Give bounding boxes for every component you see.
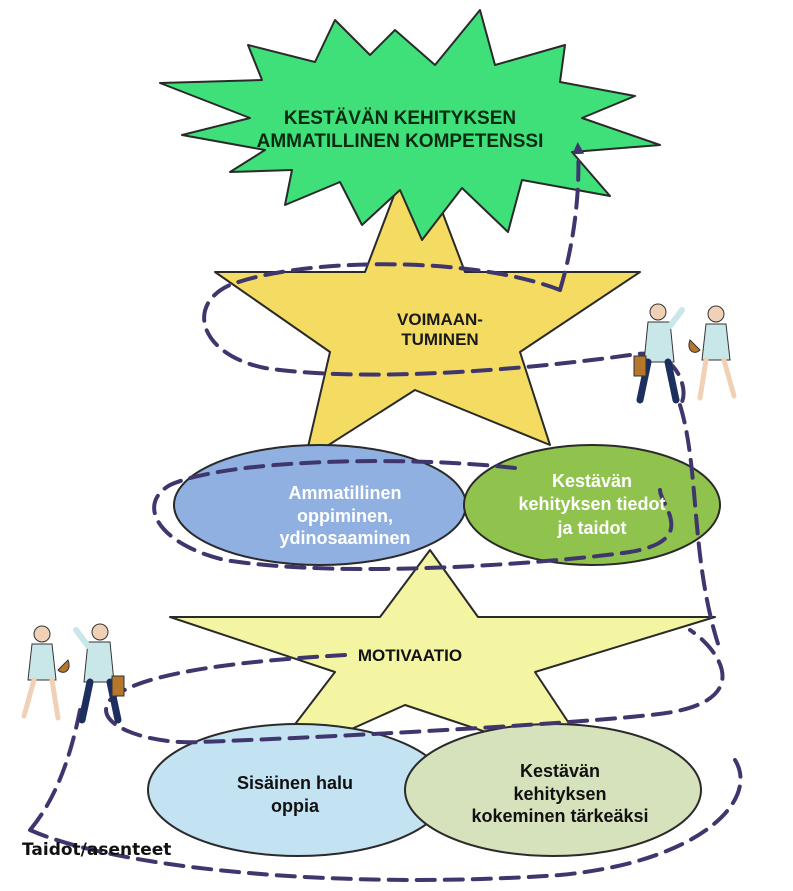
- voimaantuminen-line2: TUMINEN: [401, 330, 479, 350]
- dashed-loop-upper: [202, 262, 686, 407]
- motivaatio-star: [169, 549, 716, 771]
- kestavan-tiedot-ellipse: [463, 444, 721, 566]
- voimaantuminen-star: [214, 139, 641, 461]
- sisainen-halu-label: Sisäinen halu oppia: [205, 772, 385, 819]
- ammatillinen-line2: oppiminen,: [297, 505, 393, 526]
- kestavan-tiedot-label: Kestävän kehityksen tiedot ja taidot: [482, 470, 702, 540]
- kokeminen-line2: kehityksen: [513, 783, 607, 804]
- motivaatio-label: MOTIVAATIO: [357, 646, 463, 665]
- dashed-connector-right: [678, 403, 722, 652]
- dashed-loop-lower: [104, 628, 725, 745]
- kestavan-tiedot-line1: Kestävän: [551, 471, 633, 491]
- walking-people-icon-left: [21, 623, 125, 724]
- dashed-loop-bottom: [28, 758, 743, 882]
- ammatillinen-line1: Ammatillinen: [288, 483, 402, 503]
- ammatillinen-label: Ammatillinen oppiminen, ydinosaaminen: [235, 482, 455, 550]
- voimaantuminen-line1: VOIMAAN-: [397, 310, 483, 329]
- dashed-loop-middle: [152, 459, 674, 572]
- taidot-asenteet-label: Taidot/asenteet: [22, 840, 172, 860]
- kestavan-tiedot-line2: kehityksen tiedot: [518, 494, 666, 515]
- sisainen-halu-line1: Sisäinen halu: [236, 773, 354, 793]
- walking-people-icon-right: [633, 303, 737, 404]
- kokeminen-line1: Kestävän: [519, 761, 601, 781]
- competence-title-line2: AMMATILLINEN KOMPETENSSI: [256, 130, 544, 152]
- sisainen-halu-line2: oppia: [271, 796, 319, 817]
- dashed-connector-left: [28, 708, 82, 832]
- competence-burst: [159, 9, 661, 241]
- competence-title: KESTÄVÄN KEHITYKSEN AMMATILLINEN KOMPETE…: [250, 108, 550, 154]
- voimaantuminen-label: VOIMAAN- TUMINEN: [360, 310, 520, 351]
- kestavan-tiedot-line3: ja taidot: [557, 517, 627, 538]
- kokeminen-line3: kokeminen tärkeäksi: [471, 806, 649, 826]
- kokeminen-label: Kestävän kehityksen kokeminen tärkeäksi: [435, 760, 685, 828]
- ammatillinen-line3: ydinosaaminen: [279, 528, 411, 548]
- dashed-arrow-up: [558, 142, 585, 292]
- competence-title-line1: KESTÄVÄN KEHITYKSEN: [283, 108, 517, 129]
